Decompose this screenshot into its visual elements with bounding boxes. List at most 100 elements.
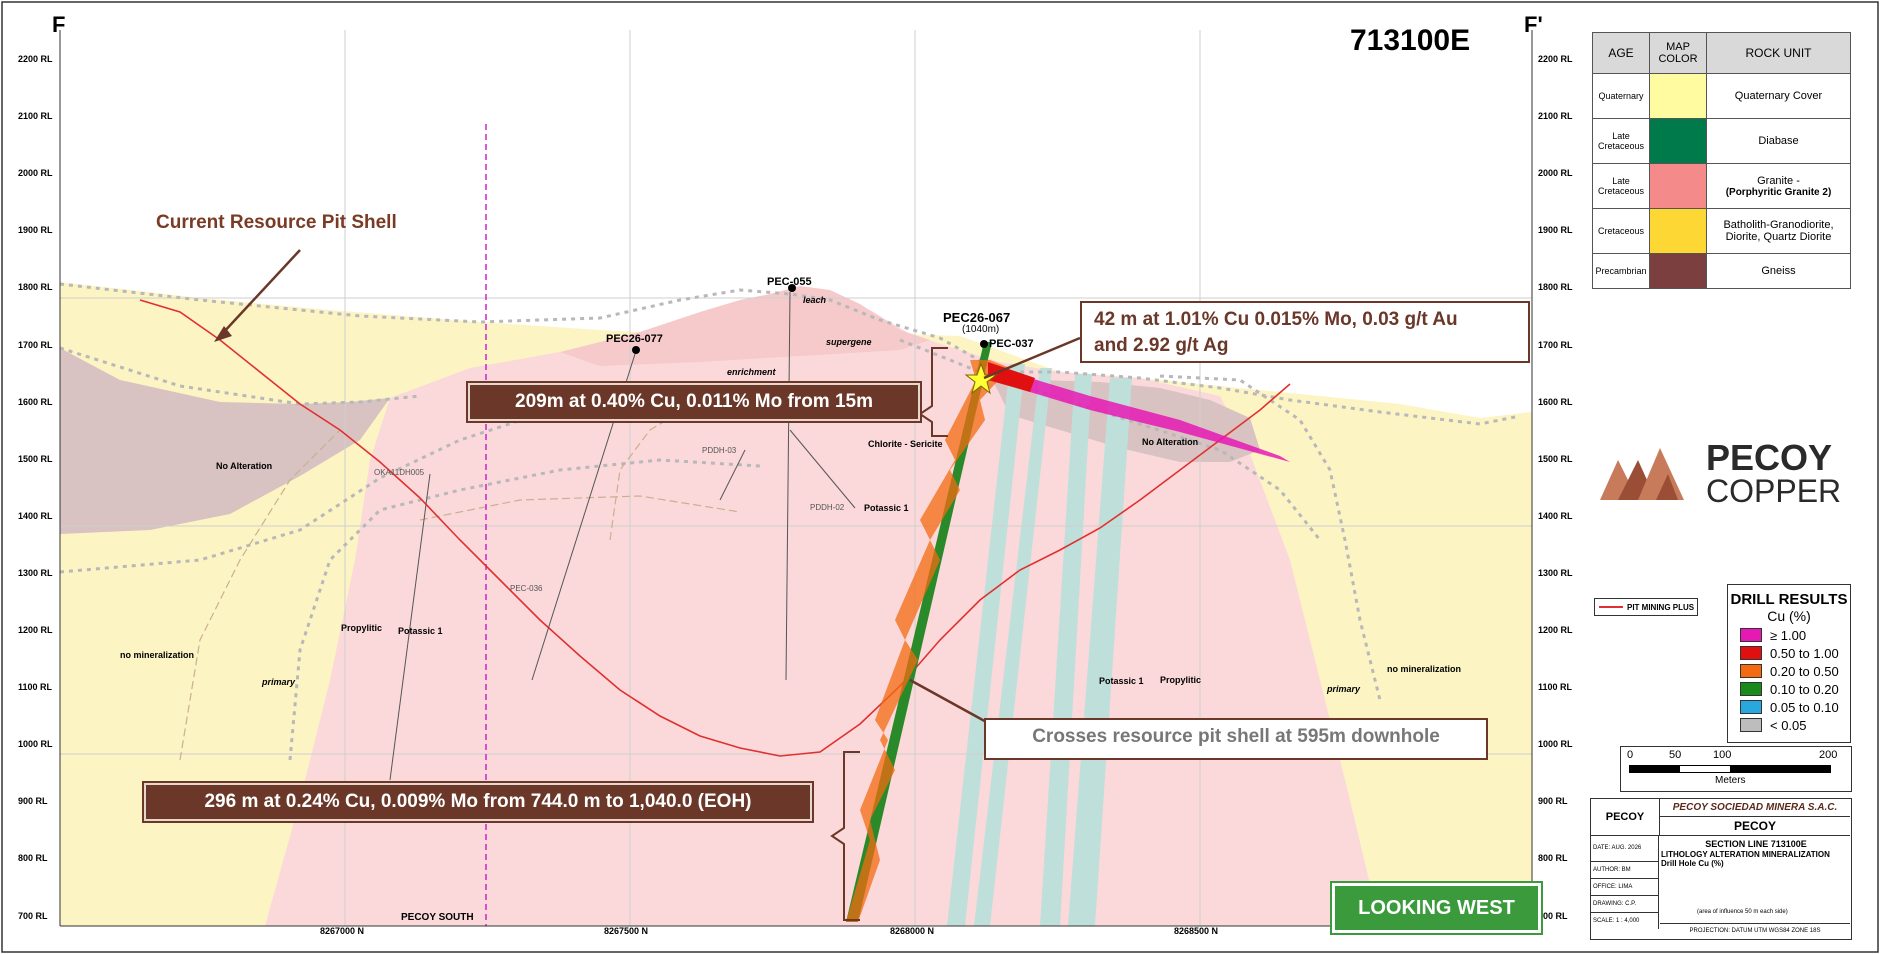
title-block-office: OFFICE: LIMA	[1591, 879, 1659, 896]
collar-pec055	[788, 284, 796, 292]
legend-age: Precambrian	[1592, 253, 1650, 289]
hole-label-oka11dh005: OKA11DH005	[374, 468, 425, 477]
pit-shell-line	[139, 299, 1291, 757]
peak-grade-zone	[988, 362, 1035, 392]
intercept-callout-42m-line2: and 2.92 g/t Ag	[1094, 335, 1229, 356]
rl-tick-label-right: 1900 RL	[1538, 225, 1573, 236]
rl-tick-label-right: 2100 RL	[1538, 111, 1573, 122]
zone-primary-right: primary	[1327, 684, 1361, 694]
drill-legend-row: 0.50 to 1.00	[1728, 644, 1850, 662]
zone-potassic-1a: Potassic 1	[864, 503, 909, 513]
drill-legend-row: 0.05 to 0.10	[1728, 698, 1850, 716]
legend-row: Quaternary Quaternary Cover	[1592, 73, 1851, 119]
legend-unit-line2: (Porphyritic Granite 2)	[1725, 186, 1832, 198]
grade-swatch	[1740, 646, 1762, 660]
grade-swatch	[1740, 682, 1762, 696]
scale-tick-0: 0	[1627, 749, 1634, 761]
scale-segments	[1629, 765, 1831, 773]
hole-label-pec26-077: PEC26-077	[606, 333, 663, 345]
supergene-cap	[560, 286, 930, 366]
legend-row: Late Cretaceous Granite -(Porphyritic Gr…	[1592, 163, 1851, 209]
legend-swatch	[1649, 118, 1707, 164]
pecoy-logo-icon	[1600, 448, 1684, 500]
section-end-label: F'	[1524, 12, 1543, 37]
hole-label-pec037: PEC-037	[989, 338, 1034, 350]
legend-age: Late Cretaceous	[1592, 163, 1650, 209]
callout-leaders	[221, 249, 1081, 921]
axis-ticks	[59, 30, 1533, 927]
brand-name-line1: PECOY	[1706, 437, 1833, 478]
rl-tick-label-left: 1200 RL	[18, 625, 53, 635]
easting-tick-label: 8268000 N	[890, 926, 935, 936]
legend-swatch	[1649, 253, 1707, 289]
rl-tick-label-left: 1900 RL	[18, 225, 53, 236]
rl-tick-label-left: 2100 RL	[18, 111, 53, 122]
zone-no-alteration-left: No Alteration	[216, 461, 273, 471]
grade-label: 0.05 to 0.10	[1770, 699, 1839, 715]
section-start-label: F	[52, 12, 66, 37]
hole-label-pec055: PEC-055	[767, 276, 812, 288]
drill-legend-row: 0.10 to 0.20	[1728, 680, 1850, 698]
grade-label: ≥ 1.00	[1770, 627, 1807, 643]
legend-age: Late Cretaceous	[1592, 118, 1650, 164]
legend-unit: Diabase	[1706, 118, 1851, 164]
brand-name-line2: COPPER	[1706, 473, 1842, 509]
hole-label-pec036: PEC-036	[510, 584, 543, 593]
rl-tick-label-left: 1500 RL	[18, 453, 53, 464]
rl-tick-label-right: 1100 RL	[1538, 682, 1573, 693]
zone-no-mineralization-right: no mineralization	[1387, 664, 1462, 674]
gneiss-band-left	[60, 348, 390, 534]
rl-tick-label-right: 1500 RL	[1538, 453, 1573, 464]
collar-pec26-067	[980, 340, 988, 348]
pecoy-south-label: PECOY SOUTH	[401, 912, 474, 923]
legend-unit: Quaternary Cover	[1706, 73, 1851, 119]
grade-swatch	[1740, 664, 1762, 678]
rl-tick-label-left: 800 RL	[18, 853, 48, 864]
rl-tick-label-right: 1800 RL	[1538, 282, 1573, 293]
title-block-section-line: SECTION LINE 713100E	[1705, 839, 1807, 849]
scale-tick-100: 100	[1713, 749, 1732, 761]
legend-age: Quaternary	[1592, 73, 1650, 119]
hole-length-pec26-067: (1040m)	[962, 324, 1000, 335]
main-drillhole-assays	[846, 360, 1010, 922]
zone-propylitic-right: Propylitic	[1160, 675, 1202, 685]
rock-unit-legend: AGE MAP COLOR ROCK UNIT Quaternary Quate…	[1592, 32, 1851, 289]
drill-legend-row: ≥ 1.00	[1728, 626, 1850, 644]
legend-header-age: AGE	[1592, 32, 1650, 74]
grade-label: < 0.05	[1770, 717, 1807, 733]
drill-legend-title: DRILL RESULTS	[1730, 591, 1848, 608]
legend-unit: Batholith-Granodiorite,Diorite, Quartz D…	[1706, 208, 1851, 254]
easting-tick-label: 8267500 N	[604, 926, 649, 936]
rl-tick-label-left: 2200 RL	[18, 54, 53, 64]
rl-tick-label-left: 2000 RL	[18, 168, 53, 179]
title-block-scale: SCALE: 1 : 4,000	[1591, 913, 1659, 929]
rl-tick-label-left: 1600 RL	[18, 396, 53, 407]
diabase-dyke-1	[947, 364, 1025, 926]
rl-tick-label-right: 1200 RL	[1538, 625, 1573, 635]
rl-tick-label-right: 1700 RL	[1538, 339, 1573, 350]
title-block-influence: (area of influence 50 m each side)	[1697, 909, 1788, 915]
legend-unit-line1: Batholith-Granodiorite,	[1723, 219, 1834, 231]
zone-no-alteration-right: No Alteration	[1142, 437, 1199, 447]
title-block-meta: DATE: AUG. 2026 AUTHOR: BM OFFICE: LIMA …	[1591, 836, 1659, 929]
title-block-projection: PROJECTION: DATUM UTM WGS84 ZONE 18S	[1660, 923, 1850, 939]
legend-swatch	[1649, 163, 1707, 209]
title-block-drawing: DRAWING: C.P.	[1591, 896, 1659, 913]
title-block-company: PECOY SOCIEDAD MINERA S.A.C.	[1660, 799, 1850, 817]
drill-legend-row: < 0.05	[1728, 716, 1850, 734]
legend-row: Cretaceous Batholith-Granodiorite,Diorit…	[1592, 208, 1851, 254]
grade-swatch	[1740, 628, 1762, 642]
grade-swatch	[1740, 700, 1762, 714]
rl-tick-label-left: 700 RL	[18, 910, 48, 921]
title-block: PECOY PECOY SOCIEDAD MINERA S.A.C. PECOY…	[1590, 798, 1852, 940]
rl-tick-label-right: 2200 RL	[1538, 54, 1573, 64]
grade-label: 0.50 to 1.00	[1770, 645, 1839, 661]
intercept-callout-42m: 42 m at 1.01% Cu 0.015% Mo, 0.03 g/t Au …	[1080, 301, 1530, 363]
diabase-dyke-4	[1068, 378, 1132, 926]
pit-mining-label: PIT MINING PLUS	[1627, 602, 1695, 612]
diabase-dyke-3	[1040, 374, 1092, 926]
zone-no-mineralization-left: no mineralization	[120, 650, 195, 660]
legend-unit-line1: Granite -	[1757, 174, 1800, 187]
